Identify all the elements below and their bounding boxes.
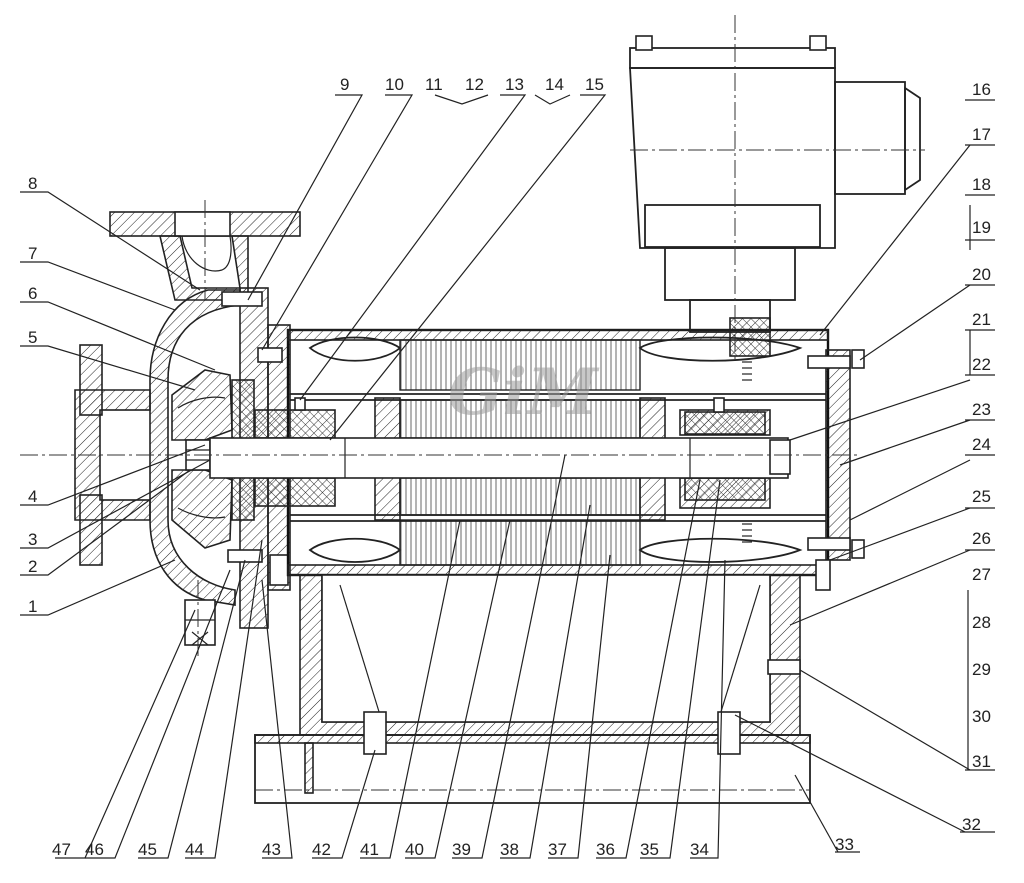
label-31: 31 [972,752,991,771]
label-3: 3 [28,530,37,549]
label-39: 39 [452,840,471,859]
volute-casing [149,289,241,606]
label-11: 11 [425,75,443,94]
stator-core [399,339,641,391]
label-5: 5 [28,328,37,347]
label-29: 29 [972,660,991,679]
label-17: 17 [972,125,991,144]
label-23: 23 [972,400,991,419]
pump-base [254,574,811,804]
label-25: 25 [972,487,991,506]
label-8: 8 [28,174,37,193]
label-30: 30 [972,707,991,726]
label-18: 18 [972,175,991,194]
label-6: 6 [28,284,37,303]
label-12: 12 [465,75,484,94]
label-41: 41 [360,840,379,859]
label-45: 45 [138,840,157,859]
label-38: 38 [500,840,519,859]
label-44: 44 [185,840,204,859]
label-10: 10 [385,75,404,94]
label-47: 47 [52,840,71,859]
label-24: 24 [972,435,991,454]
label-22: 22 [972,355,991,374]
motor-housing [209,328,865,591]
label-9: 9 [340,75,349,94]
cooling-coil [742,361,752,543]
label-16: 16 [972,80,991,99]
label-2: 2 [28,557,37,576]
label-34: 34 [690,840,709,859]
label-15: 15 [585,75,604,94]
label-4: 4 [28,487,37,506]
label-27: 27 [972,565,991,584]
watermark-logo: GiM [448,355,600,430]
label-42: 42 [312,840,331,859]
label-43: 43 [262,840,281,859]
terminal-box [629,35,921,357]
label-37: 37 [548,840,567,859]
label-46: 46 [85,840,104,859]
label-14: 14 [545,75,564,94]
label-13: 13 [505,75,524,94]
leader-lines [20,94,995,859]
label-26: 26 [972,529,991,548]
label-1: 1 [28,597,37,616]
pump-shaft [209,437,789,479]
label-21: 21 [972,310,991,329]
label-28: 28 [972,613,991,632]
part-labels: 1 2 3 4 5 6 7 8 9 10 11 12 13 14 15 16 1… [28,75,991,859]
label-19: 19 [972,218,991,237]
label-33: 33 [835,835,854,854]
label-35: 35 [640,840,659,859]
label-40: 40 [405,840,424,859]
label-7: 7 [28,244,37,263]
label-32: 32 [962,815,981,834]
rotor-core [399,399,641,439]
label-36: 36 [596,840,615,859]
label-20: 20 [972,265,991,284]
impeller [171,369,233,441]
